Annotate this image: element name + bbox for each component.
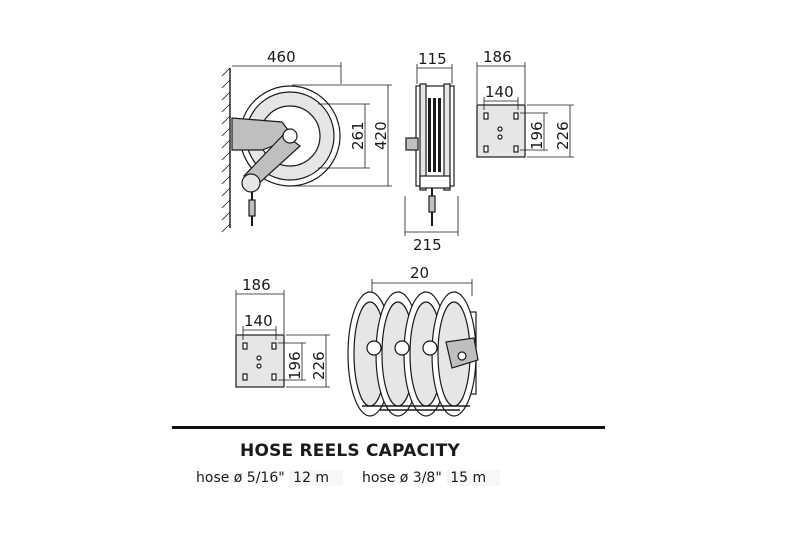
dim-side-outer-height-label: 420 <box>372 121 390 150</box>
capacity-row-5-16: hose ø 5/16" 12 m <box>196 470 344 486</box>
hub-2 <box>394 340 410 356</box>
dim-side-width: 460 <box>232 48 342 84</box>
capacity-value: 12 m <box>289 470 344 486</box>
plate-bottom-holes <box>242 342 277 381</box>
dim-front-bottom-width-label: 215 <box>413 236 442 254</box>
hub-1 <box>366 340 382 356</box>
capacity-row-3-8: hose ø 3/8" 15 m <box>362 470 501 486</box>
front-pivot <box>405 137 419 151</box>
front-base <box>419 175 451 189</box>
dim-plate-bottom-outer-height: 226 <box>286 334 330 388</box>
dim-plate-bottom-inner-height-label: 196 <box>286 351 304 380</box>
capacity-value: 15 m <box>446 470 501 486</box>
capacity-label: hose ø 5/16" <box>196 470 285 486</box>
front-flange-left <box>419 83 427 191</box>
dim-plate-bottom-inner-width-label: 140 <box>244 312 273 330</box>
wall-hatch <box>221 67 231 233</box>
dim-plate-bottom-inner-height: 196 <box>278 342 306 381</box>
dim-side-inner-height: 261 <box>318 103 370 169</box>
plate-top-holes <box>483 112 519 153</box>
dim-side-outer-height: 420 <box>292 84 392 187</box>
capacity-label: hose ø 3/8" <box>362 470 442 486</box>
hub-3 <box>422 340 438 356</box>
dim-front-top-width: 115 <box>416 50 453 84</box>
side-view: 460 261 420 <box>221 48 392 233</box>
dim-plate-top-width-label: 186 <box>483 48 512 66</box>
dim-multi-reel-spacing-label: 20 <box>410 264 429 282</box>
hose-guide-roller <box>241 173 261 193</box>
capacity-title: HOSE REELS CAPACITY <box>240 441 460 461</box>
dim-plate-bottom-width-label: 186 <box>242 276 271 294</box>
dim-side-inner-height-label: 261 <box>349 121 367 150</box>
dim-front-top-width-label: 115 <box>418 50 447 68</box>
dim-plate-top-width: 186 <box>476 48 526 104</box>
front-view: 115 215 <box>404 50 459 254</box>
dim-front-bottom-width: 215 <box>404 196 459 254</box>
dim-plate-top-inner-height: 196 <box>520 112 548 151</box>
dim-plate-bottom-outer-height-label: 226 <box>310 351 328 380</box>
mounting-plate-top: 186 140 196 226 <box>476 48 574 158</box>
dim-plate-top-inner-width: 140 <box>483 83 519 110</box>
hub-axle <box>282 128 298 144</box>
dim-plate-top-inner-height-label: 196 <box>528 121 546 150</box>
dim-plate-bottom-inner-width: 140 <box>242 312 277 340</box>
dim-side-width-label: 460 <box>267 48 296 66</box>
dim-multi-reel-spacing: 20 <box>371 264 473 296</box>
dim-plate-bottom-width: 186 <box>235 276 285 334</box>
wound-hose <box>428 98 441 172</box>
mounting-plate-bottom: 186 140 196 226 <box>235 276 330 388</box>
multi-reel-assembly: 20 <box>347 264 479 417</box>
dim-plate-top-outer-height-label: 226 <box>554 121 572 150</box>
front-hose-fitting <box>428 195 436 213</box>
front-guide-pivot <box>457 351 467 361</box>
dim-plate-top-outer-height: 226 <box>527 104 574 158</box>
hose-end-fitting <box>248 199 256 217</box>
dim-plate-top-inner-width-label: 140 <box>485 83 514 101</box>
section-divider <box>172 426 605 429</box>
front-flange-right <box>443 83 451 191</box>
